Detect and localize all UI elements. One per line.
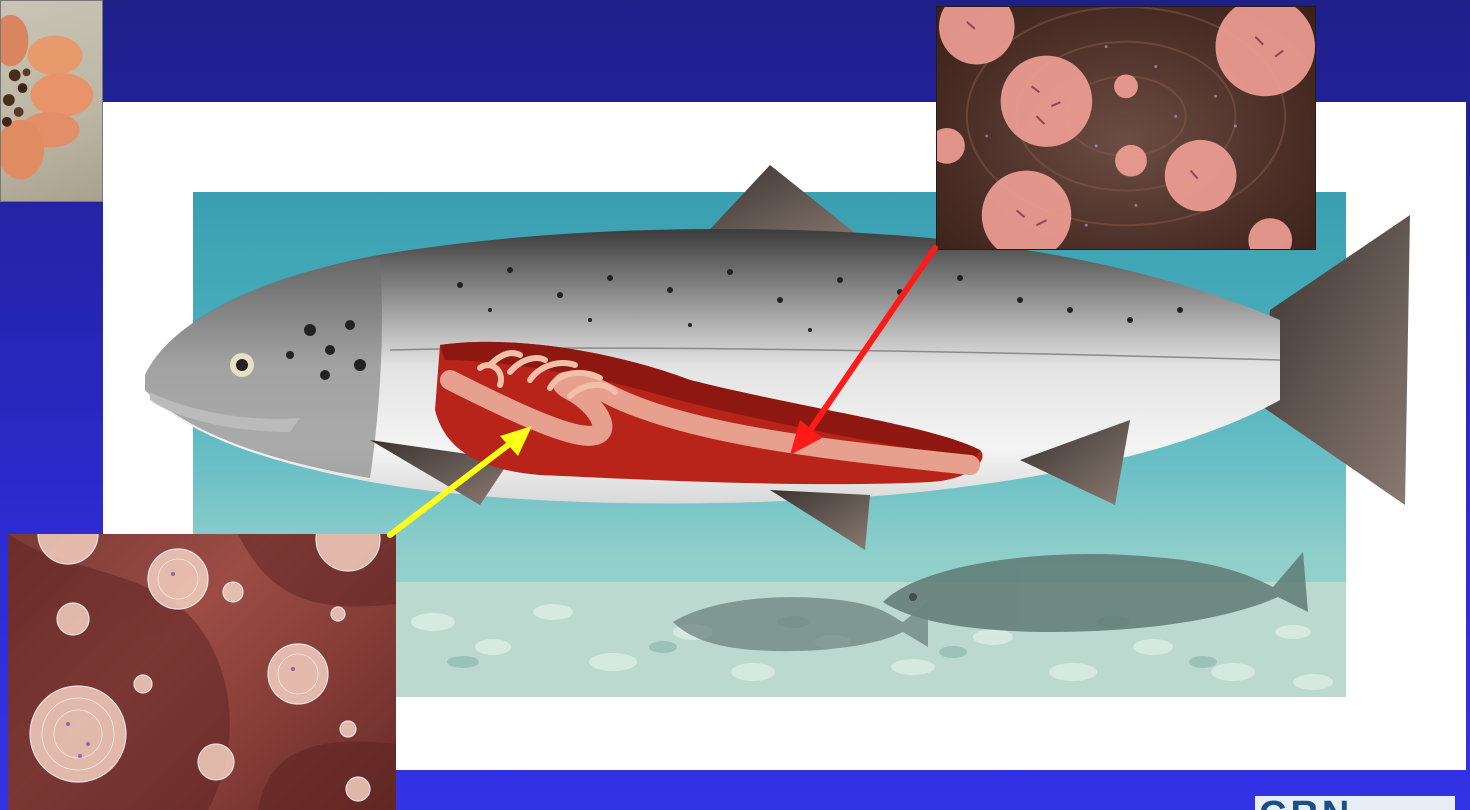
hand-with-pellets-photo <box>0 0 103 202</box>
tissue-bacteria-inset <box>8 534 396 810</box>
intestine-bacteria-inset <box>936 6 1316 250</box>
logo-text: CRN <box>1255 796 1455 810</box>
tail-fin <box>1260 215 1410 505</box>
logo: CRN <box>1255 796 1455 810</box>
